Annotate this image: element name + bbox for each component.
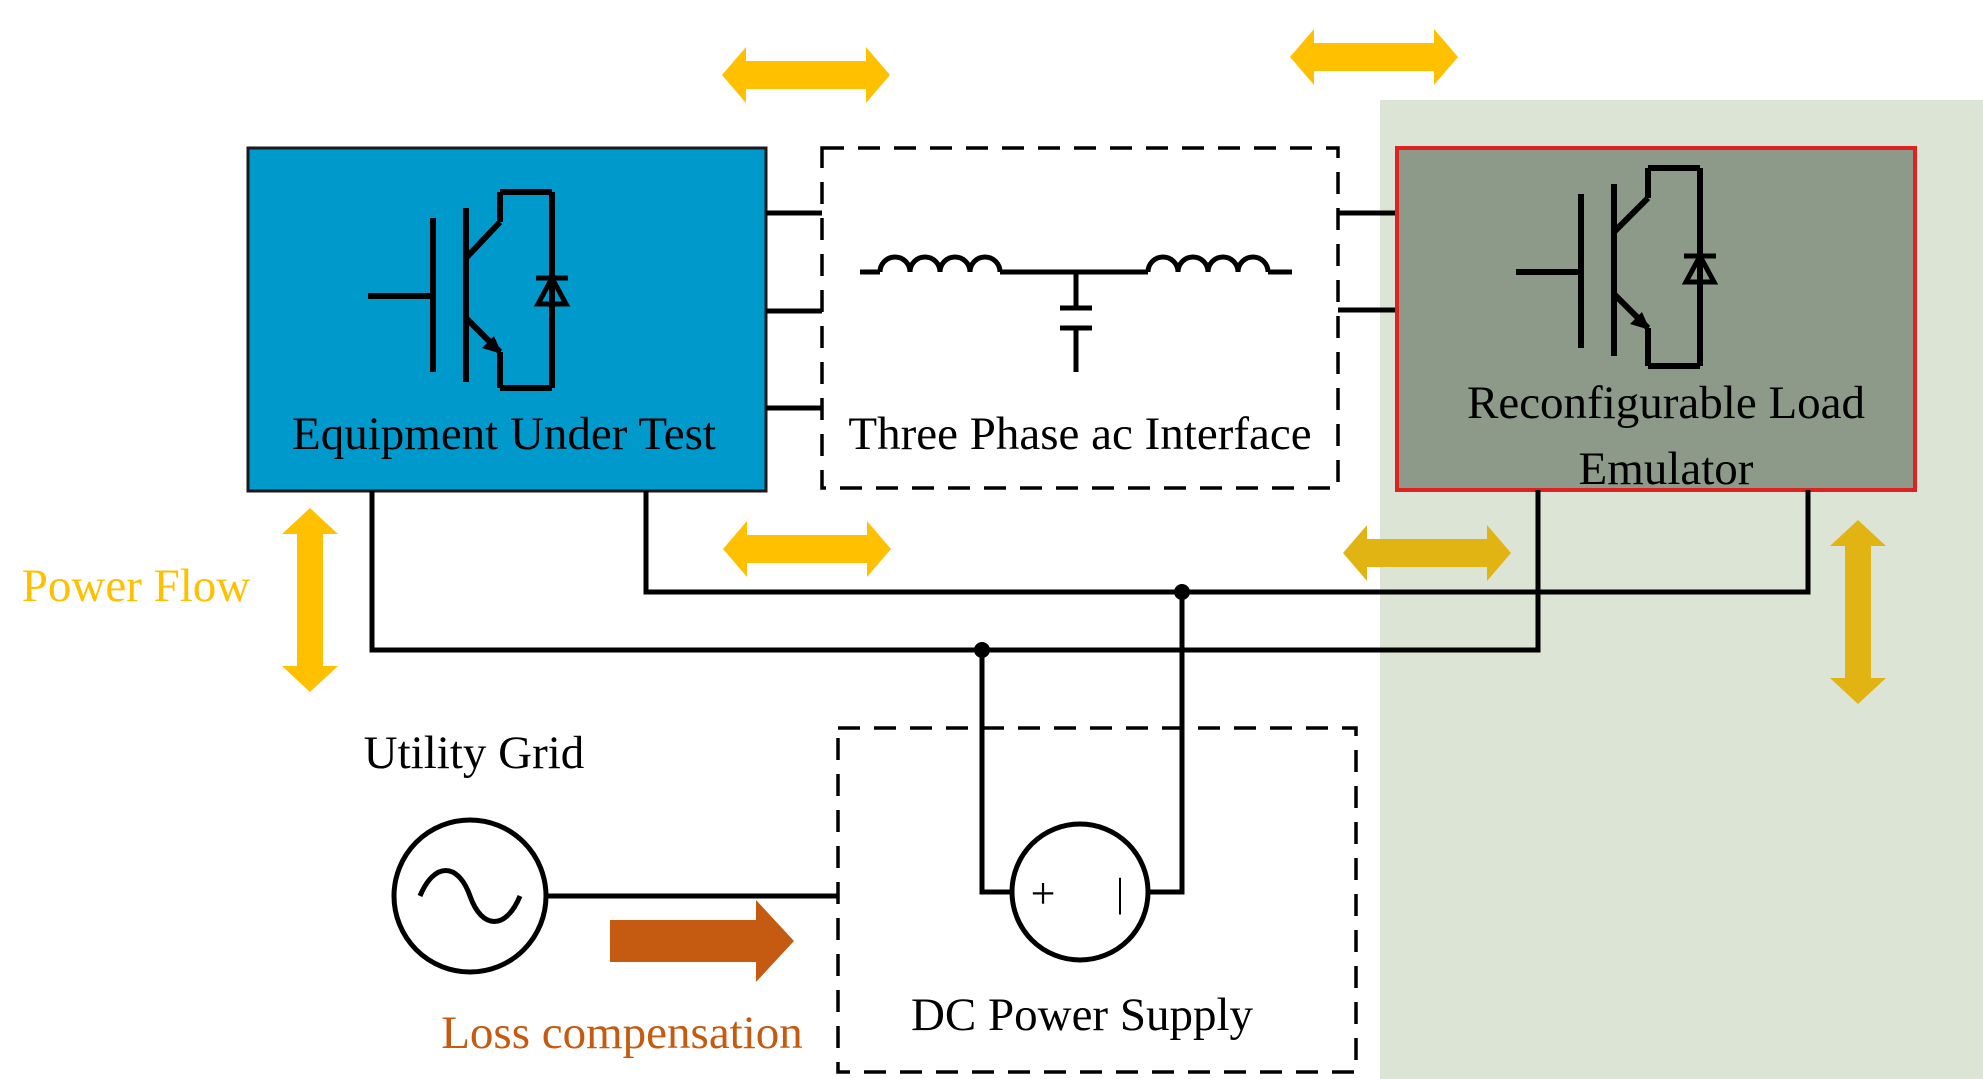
dc-plus-sign: + [1031,869,1056,918]
power-flow-label: Power Flow [22,560,251,612]
power-flow-arrow-mid-left [723,521,891,577]
sine-wave-icon [417,868,523,924]
utility-grid-label: Utility Grid [364,727,585,779]
power-flow-arrow-top-left [722,47,890,103]
junction-dot-lower [974,642,990,658]
emulator-diode-icon [1681,250,1719,285]
equipment-under-test-block: Equipment Under Test [246,146,768,493]
loss-compensation-label: Loss compensation [441,1007,803,1059]
ac-interface-label: Three Phase ac Interface [848,408,1311,460]
load-emulator-block: Reconfigurable Load Emulator [1395,146,1917,495]
dc-minus-sign: | [1116,870,1124,915]
eut-igbt-icon [368,189,555,391]
eut-label: Equipment Under Test [292,408,716,460]
utility-grid: Utility Grid [364,727,838,975]
power-flow-arrow-left-vertical [282,508,338,692]
ac-interface-block: Three Phase ac Interface [820,146,1340,490]
emulator-label-line2: Emulator [1579,443,1754,495]
interface-emulator-wires [1338,210,1396,313]
lcl-filter-icon [860,254,1292,372]
eut-diode-icon [533,272,571,307]
loss-compensation-arrow [610,900,794,982]
dc-bus-wires [369,490,1811,895]
eut-emitter-arrow-icon [482,336,502,354]
eut-interface-wires [766,210,822,411]
emulator-igbt-icon [1516,165,1703,369]
dc-source-icon [1009,821,1151,963]
emulator-emitter-arrow-icon [1630,312,1650,330]
emulator-label-line1: Reconfigurable Load [1467,377,1865,429]
junction-dot-upper [1174,584,1190,600]
dc-power-supply-block: + | DC Power Supply [836,726,1358,1074]
dc-supply-label: DC Power Supply [911,989,1254,1041]
power-flow-arrow-top-right [1290,29,1458,85]
